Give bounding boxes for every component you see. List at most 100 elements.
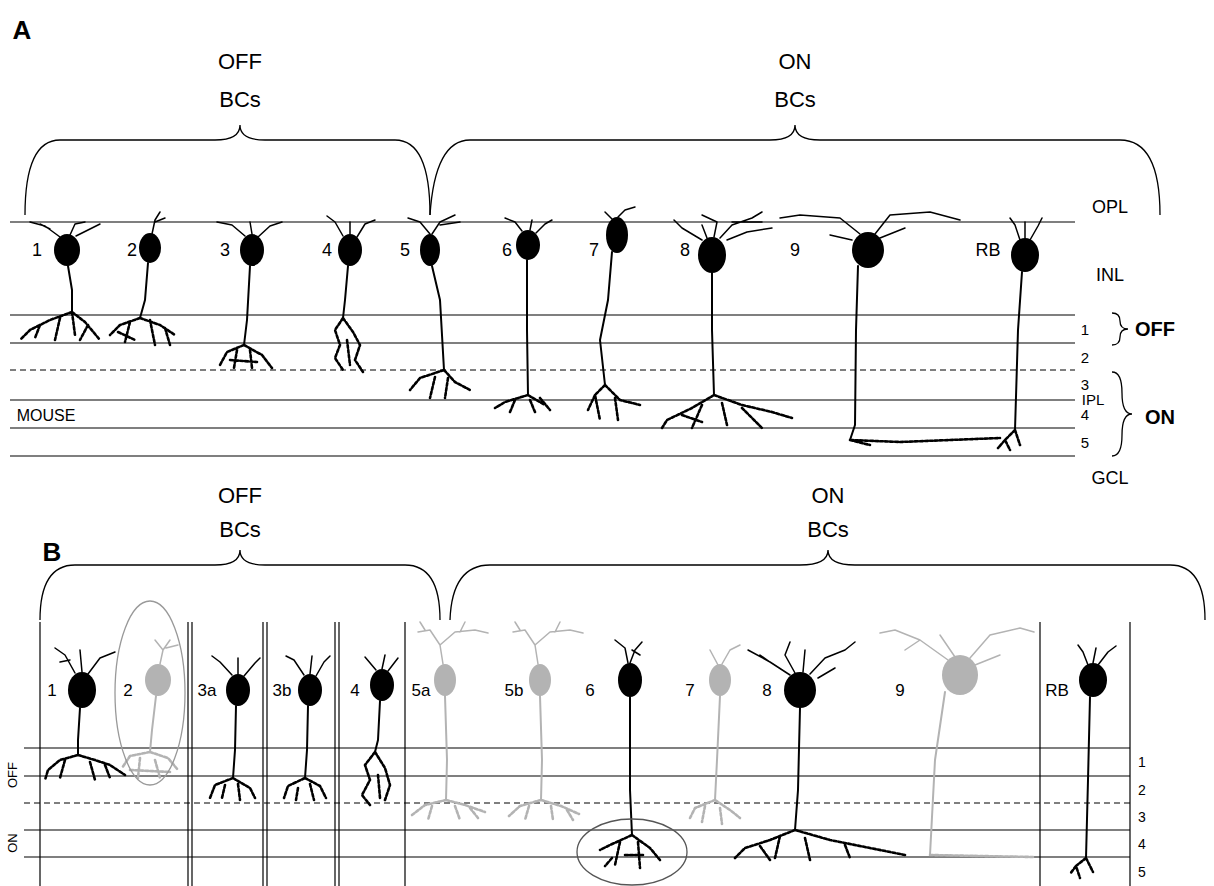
- column-divider: [338, 622, 339, 886]
- stratum-number: 4: [1081, 407, 1089, 422]
- bipolar-cell: [78, 708, 80, 755]
- layer-line: [24, 802, 1130, 803]
- bipolar-cell: [930, 855, 1034, 857]
- cell-type-label: 7: [589, 241, 599, 259]
- bipolar-cell: [712, 273, 714, 395]
- column-divider: [1129, 622, 1130, 886]
- bipolar-cell: [365, 655, 398, 671]
- sublamina-label: ON: [1145, 407, 1175, 427]
- column-divider: [191, 622, 192, 886]
- bipolar-cell: [284, 778, 326, 800]
- cell-type-label: 1: [32, 241, 42, 259]
- column-divider: [262, 622, 263, 886]
- layer-line: [10, 314, 1075, 315]
- bipolar-cell: [110, 212, 175, 345]
- bipolar-cell: [110, 318, 175, 345]
- bipolar-cell: [298, 674, 322, 706]
- cell-type-label: 9: [895, 682, 904, 699]
- rod-bipolar-cell: [1086, 697, 1090, 858]
- bipolar-cell: [286, 656, 330, 676]
- bipolar-cell: [233, 706, 236, 778]
- cell-type-label: 2: [123, 682, 132, 699]
- bipolar-cell: [362, 655, 398, 805]
- bipolar-cell: [240, 234, 264, 266]
- column-divider: [404, 622, 405, 886]
- bipolar-cell: [212, 656, 260, 676]
- group-label: ON BCs: [760, 43, 830, 119]
- bipolar-cell: [150, 696, 156, 752]
- bipolar-cell: [362, 752, 390, 805]
- bipolar-cell: [942, 655, 978, 695]
- bipolar-cell: [850, 438, 1000, 445]
- bipolar-cell: [54, 234, 80, 266]
- panel-letter: B: [43, 539, 62, 565]
- rod-bipolar-cell: [998, 218, 1042, 450]
- layer-line: [24, 748, 1130, 857]
- bipolar-cell: [217, 222, 282, 368]
- bipolar-cell: [509, 800, 579, 820]
- layer-line: [10, 455, 1075, 456]
- bipolar-cell: [880, 628, 1034, 857]
- bipolar-cell: [20, 222, 100, 340]
- bipolar-cell: [709, 664, 731, 696]
- bipolar-cell: [605, 207, 635, 220]
- bipolar-cell: [735, 642, 905, 860]
- bipolar-cell: [516, 230, 540, 260]
- bipolar-cell: [370, 669, 394, 701]
- bipolar-cell: [412, 622, 488, 820]
- bipolar-cell: [698, 237, 726, 273]
- brace: [450, 550, 1205, 620]
- bipolar-cell: [122, 640, 178, 778]
- bipolar-cell: [220, 345, 272, 368]
- cell-type-label: RB: [1045, 682, 1069, 699]
- bipolar-cell: [735, 830, 905, 860]
- brace: [1112, 372, 1132, 456]
- rod-bipolar-cell: [1078, 645, 1116, 665]
- bipolar-cell: [495, 395, 550, 412]
- bipolar-cell: [284, 656, 330, 800]
- bipolar-cell: [674, 212, 772, 240]
- cell-type-label: 3b: [273, 682, 292, 699]
- species-label: MOUSE: [17, 408, 76, 424]
- bipolar-cell: [930, 692, 945, 855]
- bipolar-cell: [715, 696, 720, 800]
- bipolar-cell: [529, 664, 551, 696]
- stratum-number: 4: [1138, 837, 1146, 851]
- bipolar-cell: [690, 800, 740, 824]
- bipolar-cell: [45, 755, 125, 780]
- bipolar-cell: [795, 708, 800, 830]
- brace: [25, 125, 430, 215]
- column-divider: [39, 622, 40, 886]
- layer-label: OPL: [1092, 198, 1128, 216]
- bipolar-cell: [122, 752, 178, 778]
- bipolar-cell: [509, 622, 583, 820]
- sublamina-label: ON: [6, 833, 19, 853]
- rod-bipolar-cell: [998, 430, 1020, 450]
- bipolar-cell: [45, 648, 125, 780]
- bipolar-cell: [662, 212, 792, 428]
- column-divider: [1039, 622, 1040, 886]
- cell-type-label: 1: [47, 682, 56, 699]
- bipolar-cell: [662, 395, 792, 428]
- cell-type-label: 4: [322, 241, 332, 259]
- bipolar-cell: [600, 252, 612, 385]
- stratum-number: 2: [1081, 350, 1089, 365]
- group-label: ON BCs: [793, 479, 863, 547]
- cell-type-label: 4: [350, 682, 359, 699]
- rod-bipolar-cell: [1015, 272, 1022, 430]
- bipolar-cell: [420, 234, 440, 266]
- bipolar-cell: [600, 835, 660, 868]
- highlight-ellipse: [577, 819, 687, 885]
- brace: [1112, 313, 1128, 345]
- bipolar-cell: [780, 212, 1000, 445]
- layer-line: [24, 747, 1130, 748]
- bipolar-cell: [432, 266, 444, 370]
- brace: [25, 125, 1160, 456]
- bipolar-cell: [850, 266, 858, 440]
- group-label: OFF BCs: [205, 43, 275, 119]
- stratum-number: 3: [1138, 810, 1146, 824]
- column-divider: [266, 622, 267, 886]
- bipolar-cell: [145, 664, 171, 696]
